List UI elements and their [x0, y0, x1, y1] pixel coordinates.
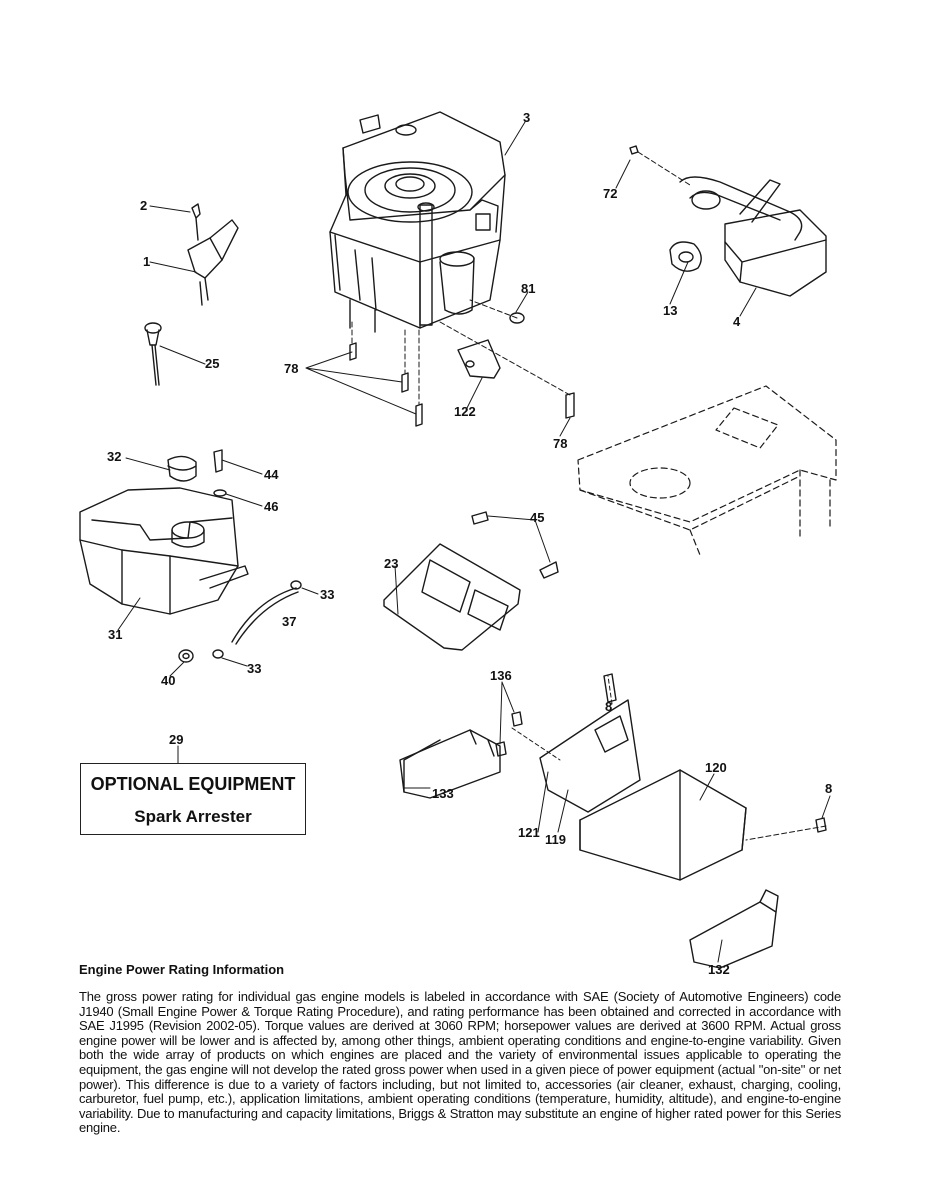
muffler-drawing: [629, 145, 827, 297]
callout-132: 132: [708, 962, 730, 977]
callout-121: 121: [518, 825, 540, 840]
callout-8-right: 8: [825, 781, 833, 796]
leader-lines: [117, 121, 831, 963]
callout-40: 40: [161, 673, 176, 688]
callout-44: 44: [264, 467, 279, 482]
callout-13: 13: [663, 303, 678, 318]
callout-45: 45: [530, 510, 545, 525]
callout-122: 122: [454, 404, 476, 419]
callout-23: 23: [384, 556, 399, 571]
callout-133: 133: [432, 786, 454, 801]
callout-32: 32: [107, 449, 122, 464]
callout-29: 29: [169, 732, 184, 747]
lower-shield-drawing: [383, 511, 559, 651]
callout-33-bottom: 33: [247, 661, 262, 676]
fuel-line-drawing: [178, 449, 302, 663]
callout-3: 3: [523, 110, 531, 125]
callout-1: 1: [143, 254, 151, 269]
optional-equipment-title: OPTIONAL EQUIPMENT: [90, 774, 296, 794]
callout-136: 136: [490, 668, 512, 683]
callout-119: 119: [545, 832, 566, 847]
callout-4: 4: [733, 314, 741, 329]
callout-37: 37: [282, 614, 297, 629]
frame-drawing: [577, 385, 837, 556]
heat-shield-drawing: [349, 312, 575, 427]
callout-81: 81: [521, 281, 536, 296]
choke-knob-drawing: [144, 322, 162, 386]
optional-equipment-box: OPTIONAL EQUIPMENT Spark Arrester: [80, 763, 306, 835]
callout-78-left: 78: [284, 361, 299, 376]
callout-33-top: 33: [320, 587, 335, 602]
engine-drawing: [329, 111, 506, 333]
callout-120: 120: [705, 760, 727, 775]
callout-8-top: 8: [605, 699, 613, 714]
callout-31: 31: [108, 627, 123, 642]
throttle-control-drawing: [187, 203, 239, 306]
power-rating-paragraph: The gross power rating for individual ga…: [79, 989, 841, 1136]
callout-2: 2: [140, 198, 148, 213]
bracket-assembly-drawing: [399, 673, 827, 969]
callout-46: 46: [264, 499, 279, 514]
callout-72: 72: [603, 186, 618, 201]
callout-78-right: 78: [553, 436, 568, 451]
spark-arrester-label: Spark Arrester: [134, 807, 252, 826]
power-rating-heading: Engine Power Rating Information: [79, 962, 285, 977]
fuel-tank-drawing: [79, 455, 249, 615]
callout-25: 25: [205, 356, 220, 371]
